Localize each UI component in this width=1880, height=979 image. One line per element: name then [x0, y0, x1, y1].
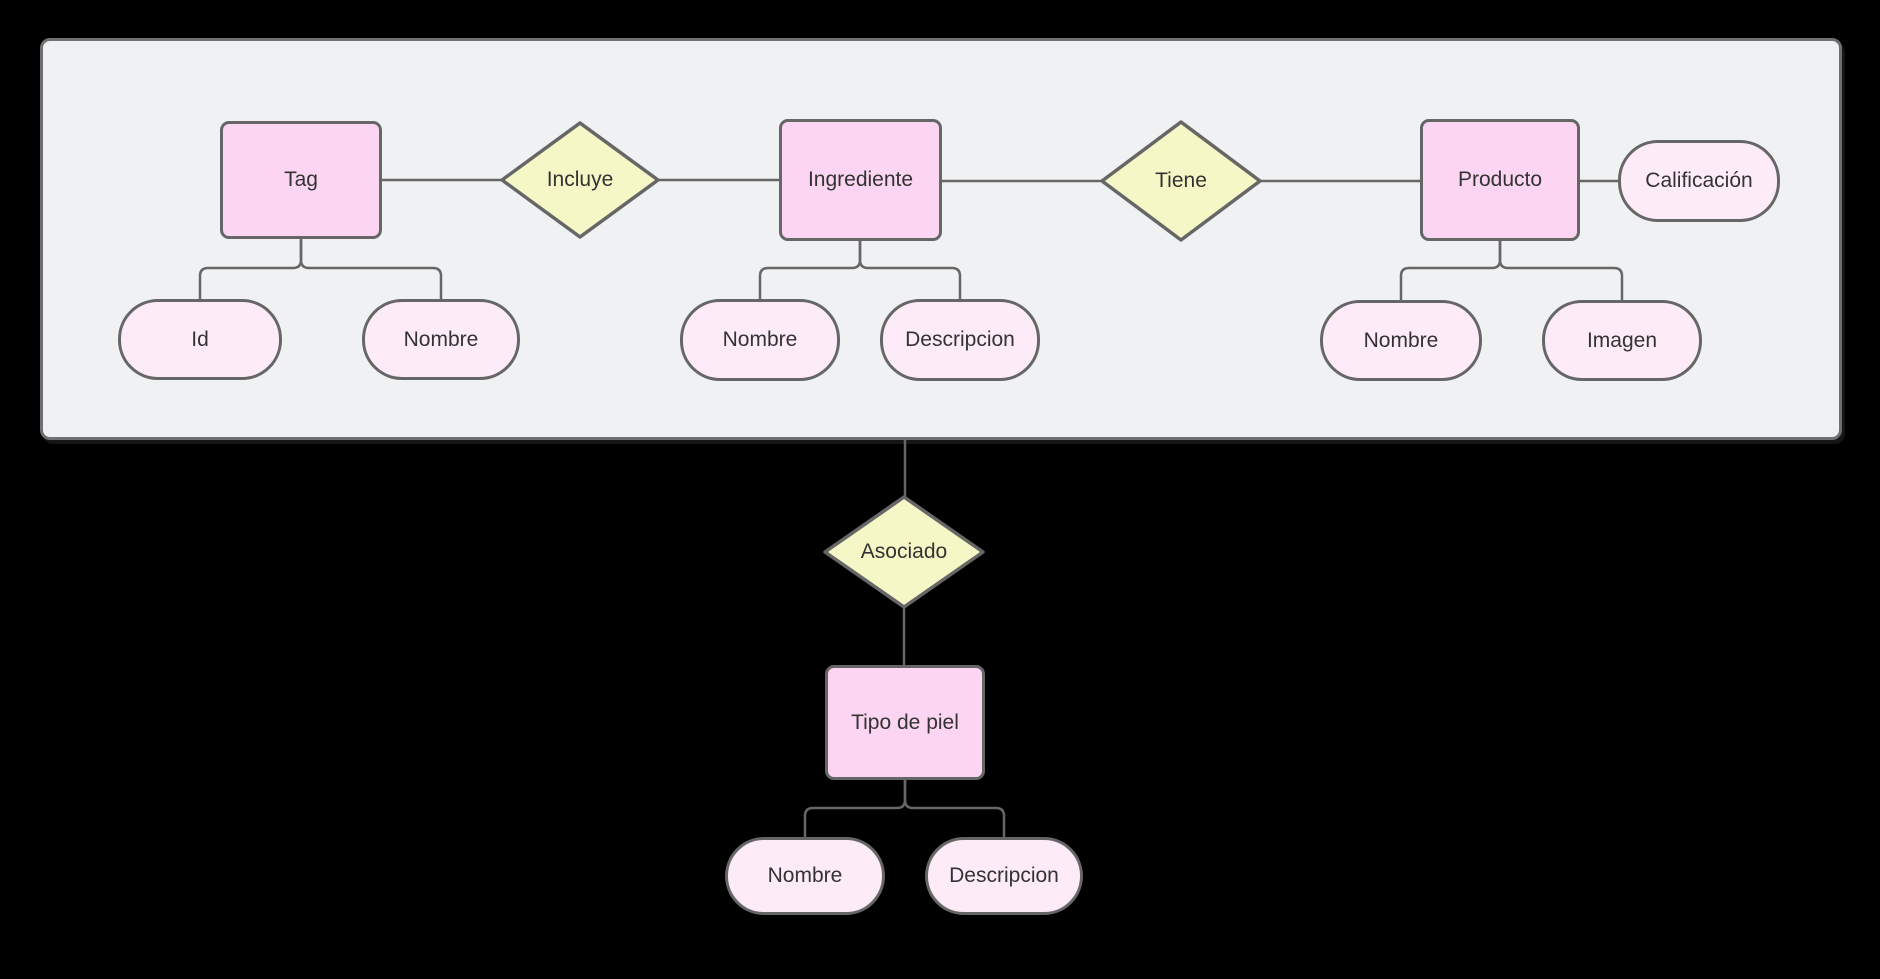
- node-label: Imagen: [1586, 328, 1658, 352]
- edge-tipo-de-piel-nombre: [803, 780, 907, 837]
- attribute-tipo-descripcion[interactable]: Descripcion: [925, 837, 1083, 915]
- entity-tipo-de-piel[interactable]: Tipo de piel: [825, 665, 985, 780]
- node-label: Nombre: [403, 327, 479, 351]
- node-label: Nombre: [722, 328, 798, 352]
- attribute-tag-nombre[interactable]: Nombre: [362, 299, 520, 380]
- entity-ingrediente[interactable]: Ingrediente: [779, 119, 942, 241]
- relationship-tiene[interactable]: [1100, 120, 1262, 242]
- attribute-producto-nombre[interactable]: Nombre: [1320, 300, 1482, 381]
- node-label: Ingrediente: [807, 168, 914, 192]
- node-label: Producto: [1457, 168, 1543, 192]
- attribute-ingrediente-descripcion[interactable]: Descripcion: [880, 299, 1040, 381]
- attribute-tag-id[interactable]: Id: [118, 299, 282, 380]
- attribute-producto-imagen[interactable]: Imagen: [1542, 300, 1702, 381]
- node-label: Descripcion: [905, 328, 1015, 352]
- node-label: Tipo de piel: [851, 710, 959, 734]
- node-label: Id: [191, 327, 209, 351]
- node-label: Calificación: [1645, 169, 1753, 193]
- edge-tipo-de-piel-descripcion: [903, 780, 1006, 837]
- attribute-tipo-nombre[interactable]: Nombre: [725, 837, 885, 915]
- node-label: Nombre: [767, 864, 843, 888]
- relationship-incluye[interactable]: [500, 121, 660, 239]
- attribute-ingrediente-nombre[interactable]: Nombre: [680, 299, 840, 381]
- relationship-asociado[interactable]: [823, 495, 985, 609]
- entity-producto[interactable]: Producto: [1420, 119, 1580, 241]
- node-label: Nombre: [1363, 328, 1439, 352]
- attribute-calificacion[interactable]: Calificación: [1618, 140, 1780, 222]
- node-label: Tag: [284, 168, 318, 192]
- entity-tag[interactable]: Tag: [220, 121, 382, 239]
- node-label: Descripcion: [949, 864, 1059, 888]
